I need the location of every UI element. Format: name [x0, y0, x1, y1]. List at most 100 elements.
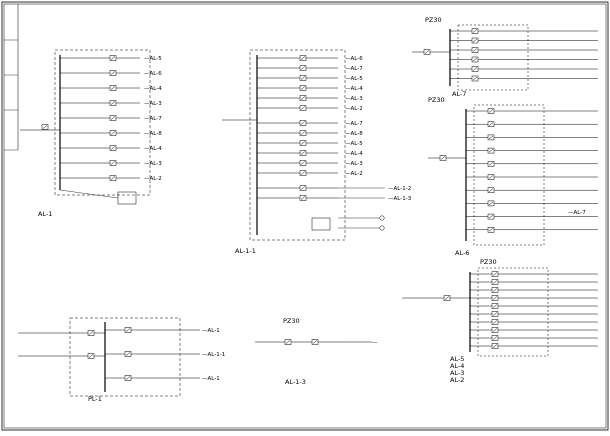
- panel-al11-circuit-breaker-contact: [300, 96, 306, 100]
- panel-al11-circuit-breaker-contact: [300, 186, 306, 190]
- panel-al11-outgoing-label: —AL-2: [345, 106, 363, 112]
- panel-al5-caption-1: AL-5: [450, 355, 464, 363]
- panel-al13-out-mark: —: [372, 340, 378, 346]
- panel-al5-circuit-breaker-contact: [492, 344, 498, 348]
- panel-al11-outgoing-label: —AL-3: [345, 161, 363, 167]
- panel-al11-outgoing-label: —AL-7: [345, 121, 363, 127]
- panel-al6-header: PZ30: [428, 96, 445, 104]
- panel-pl1-outgoing-label: —AL-1: [202, 328, 220, 334]
- panel-al13-main-breaker-contact: [285, 340, 291, 344]
- panel-pl1-main-1-breaker-contact: [88, 331, 94, 335]
- panel-al7-frame: [457, 24, 529, 91]
- panel-al11-circuit-breaker-contact: [300, 171, 306, 175]
- panel-al6-circuit-breaker-contact: [488, 109, 494, 113]
- panel-al11-circuit-breaker-contact: [300, 196, 306, 200]
- panel-al6-circuit-breaker-contact: [488, 148, 494, 153]
- panel-al1-outgoing-label: —AL-8: [144, 131, 162, 137]
- panel-al11-frame: [249, 49, 346, 241]
- panel-al11-circuit-breaker-contact: [300, 141, 306, 145]
- panel-al1-outgoing-label: —AL-6: [144, 71, 162, 77]
- panel-pl1-circuit-breaker-contact: [125, 352, 131, 356]
- panel-al1-meter-link: [59, 189, 119, 199]
- panel-al13-branch-breaker-contact: [312, 340, 318, 344]
- panel-al7-caption: AL-7: [452, 90, 466, 98]
- panel-al6-circuit-breaker-contact: [488, 228, 494, 232]
- panel-al6-circuit-breaker-contact: [488, 122, 494, 126]
- panel-al6-circuit-breaker-contact: [488, 201, 494, 206]
- panel-al5-circuit-breaker-contact: [492, 304, 498, 308]
- panel-al6-circuit-breaker-contact: [488, 188, 494, 192]
- panel-al11-caption: AL-1-1: [235, 247, 256, 255]
- panel-al7-circuit-breaker-contact: [472, 29, 478, 33]
- panel-al6-circuit-breaker-contact: [488, 162, 494, 166]
- panel-pl1-frame: [69, 317, 181, 397]
- panel-al11-outgoing-label: —AL-7: [345, 66, 363, 72]
- panel-pl1-outgoing-label: —AL-1: [202, 376, 220, 382]
- panel-al5-circuit-breaker-contact: [492, 280, 498, 284]
- panel-al1-circuit-breaker-contact: [110, 101, 116, 105]
- panel-al13-header: PZ30: [283, 317, 300, 325]
- panel-al5-circuit-breaker-contact: [492, 336, 498, 340]
- panel-al1-circuit-breaker-contact: [110, 161, 116, 165]
- panel-al1-outgoing-label: —AL-4: [144, 146, 162, 152]
- panel-al11-outgoing-label: —AL-4: [345, 151, 363, 157]
- panel-al6-circuit-breaker-contact: [488, 214, 494, 219]
- panel-al1-meter-box: [117, 191, 137, 205]
- panel-al1-circuit-breaker-contact: [110, 56, 116, 60]
- panel-al5-caption-3: AL-3: [450, 369, 464, 377]
- panel-al1-main-breaker-contact: [42, 125, 48, 129]
- panel-al7-header: PZ30: [425, 16, 442, 24]
- panel-al1-frame: [54, 49, 151, 196]
- panel-al5-circuit-breaker-contact: [492, 320, 498, 324]
- panel-al7-circuit-breaker-contact: [472, 57, 478, 62]
- panel-al5-circuit-breaker-contact: [492, 288, 498, 292]
- panel-al5-main-breaker-contact: [444, 296, 450, 300]
- panel-al1-circuit-breaker-contact: [110, 86, 116, 90]
- panel-al1-circuit-breaker-contact: [110, 146, 116, 150]
- panel-al7-circuit-breaker-contact: [472, 67, 478, 71]
- panel-al5-circuit-breaker-contact: [492, 272, 498, 276]
- panel-al11-outgoing-label: —AL-4: [345, 86, 363, 92]
- panel-al1-caption: AL-1: [38, 210, 52, 218]
- panel-al11-spare-circle: [379, 225, 385, 231]
- panel-al5-caption-4: AL-2: [450, 376, 464, 384]
- panel-al6-frame: [473, 104, 545, 246]
- panel-al1-circuit-breaker-contact: [110, 131, 116, 135]
- panel-al11-outgoing-label: —AL-8: [345, 131, 363, 137]
- panel-al6-circuit-breaker-contact: [488, 135, 494, 140]
- panel-al6-main-breaker-contact: [440, 156, 446, 160]
- panel-al5-frame: [477, 267, 549, 357]
- panel-al5-circuit-breaker-contact: [492, 312, 498, 316]
- panel-al1-circuit-breaker-contact: [110, 71, 116, 75]
- panel-pl1-circuit-breaker-contact: [125, 328, 131, 332]
- panel-al1-circuit-breaker-contact: [110, 176, 116, 180]
- panel-al11-circuit-breaker-contact: [300, 66, 306, 70]
- panel-al11-circuit-breaker-contact: [300, 151, 306, 155]
- panel-al7-circuit-breaker-contact: [472, 76, 478, 81]
- panel-al11-outgoing-label: —AL-1-3: [388, 196, 412, 202]
- panel-al6-circuit-breaker-contact: [488, 175, 494, 179]
- panel-pl1-outgoing-label: —AL-1-1: [202, 352, 225, 358]
- panel-al11-outgoing-label: —AL-1-2: [388, 186, 411, 192]
- panel-al11-outgoing-label: —AL-5: [345, 76, 363, 82]
- panel-al11-circuit-breaker-contact: [300, 106, 306, 110]
- panel-al11-circuit-breaker-contact: [300, 76, 306, 80]
- panel-al1-outgoing-label: —AL-7: [144, 116, 162, 122]
- panel-al11-circuit-breaker-contact: [300, 161, 306, 165]
- panel-al5-header: PZ30: [480, 258, 497, 266]
- panel-al5-circuit-breaker-contact: [492, 296, 498, 300]
- panel-al7-main-breaker-contact: [424, 50, 430, 54]
- panel-al11-circuit-breaker-contact: [300, 131, 306, 135]
- panel-al11-outgoing-label: —AL-2: [345, 171, 363, 177]
- panel-al1-outgoing-label: —AL-3: [144, 101, 162, 107]
- panel-al11-outgoing-label: —AL-5: [345, 141, 363, 147]
- panel-al11-circuit-breaker-contact: [300, 86, 306, 90]
- panel-al1-outgoing-label: —AL-3: [144, 161, 162, 167]
- panel-al11-circuit-breaker-contact: [300, 121, 306, 125]
- panel-al13-caption: AL-1-3: [285, 378, 306, 386]
- panel-pl1-caption: PL-1: [88, 395, 102, 403]
- panel-al11-circuit-breaker-contact: [300, 56, 306, 60]
- panel-al1-outgoing-label: —AL-2: [144, 176, 162, 182]
